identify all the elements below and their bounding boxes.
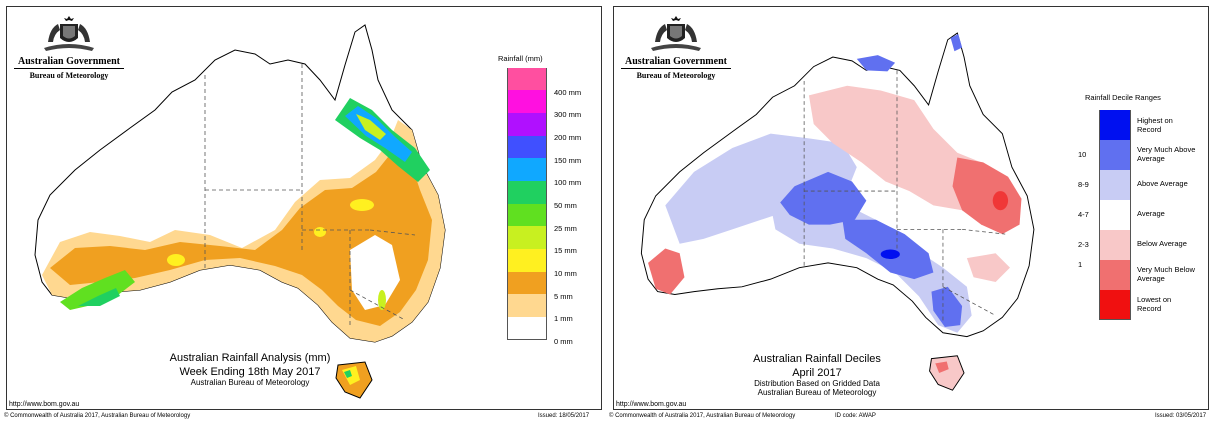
legend-swatch: [507, 90, 547, 113]
legend-label: Very Much Below Average: [1137, 265, 1195, 283]
government-name: Australian Government: [18, 56, 120, 67]
legend-swatch: [507, 136, 547, 158]
issued-date: Issued: 18/05/2017: [538, 413, 590, 419]
legend-label: 5 mm: [554, 292, 573, 301]
id-code: ID code: AWAP: [835, 413, 876, 419]
legend-label: 25 mm: [554, 224, 577, 233]
government-name: Australian Government: [625, 56, 727, 67]
legend-label: 50 mm: [554, 201, 577, 210]
legend-label: 200 mm: [554, 133, 582, 142]
legend-label: Above Average: [1137, 179, 1188, 188]
legend-swatch: [1099, 110, 1131, 140]
legend-swatch: [507, 317, 547, 340]
coat-of-arms-icon: [651, 16, 701, 51]
legend-decile-number: 1: [1078, 260, 1083, 269]
decile-legend-title: Rainfall Decile Ranges: [1085, 93, 1161, 102]
legend-swatch: [1099, 260, 1131, 290]
legend-swatch: [1099, 170, 1131, 200]
legend-swatch: [507, 68, 547, 90]
legend-label: 150 mm: [554, 156, 582, 165]
map-title: Australian Rainfall Analysis (mm): [169, 352, 331, 364]
legend-label: 100 mm: [554, 178, 582, 187]
government-logo: Australian Government Bureau of Meteorol…: [621, 14, 731, 80]
copyright: © Commonwealth of Australia 2017, Austra…: [4, 413, 191, 419]
legend-label: Highest on Record: [1137, 116, 1173, 134]
legend-label: Below Average: [1137, 239, 1187, 248]
legend-swatch: [507, 249, 547, 272]
legend-swatch: [507, 272, 547, 294]
bureau-name: Bureau of Meteorology: [29, 71, 109, 80]
map-source: Australian Bureau of Meteorology: [190, 378, 310, 387]
map-title: Australian Rainfall Deciles: [753, 353, 881, 365]
bom-url: http://www.bom.gov.au: [9, 401, 80, 408]
rainfall-analysis-panel: Australian Government Bureau of Meteorol…: [0, 0, 606, 424]
government-logo: Australian Government Bureau of Meteorol…: [14, 14, 124, 80]
legend-label: 1 mm: [554, 314, 573, 323]
legend-swatch: [507, 158, 547, 181]
legend-swatch: [507, 226, 547, 249]
map-source: Australian Bureau of Meteorology: [757, 388, 877, 397]
copyright: © Commonwealth of Australia 2017, Austra…: [609, 413, 796, 419]
legend-label: Average: [1137, 209, 1165, 218]
legend-swatch: [507, 204, 547, 226]
australia-deciles-map: [640, 32, 1035, 391]
map-title-block: Australian Rainfall Deciles April 2017 D…: [667, 353, 967, 397]
legend-label: 0 mm: [554, 337, 573, 346]
issued-date: Issued: 03/05/2017: [1155, 413, 1207, 419]
legend-swatch: [1099, 230, 1131, 260]
map-subtitle: Week Ending 18th May 2017: [179, 366, 321, 378]
coat-of-arms-icon: [44, 16, 94, 51]
legend-label: 300 mm: [554, 110, 582, 119]
map-distribution-note: Distribution Based on Gridded Data: [754, 379, 880, 388]
legend-swatch: [507, 181, 547, 204]
legend-decile-number: 2-3: [1078, 240, 1089, 249]
legend-swatch: [1099, 140, 1131, 170]
australia-rainfall-map: [34, 24, 446, 399]
legend-decile-number: 8-9: [1078, 180, 1089, 189]
map-title-block: Australian Rainfall Analysis (mm) Week E…: [100, 352, 400, 387]
bureau-name: Bureau of Meteorology: [636, 71, 716, 80]
legend-label: Very Much Above Average: [1137, 145, 1196, 163]
rainfall-deciles-panel: Australian Government Bureau of Meteorol…: [607, 0, 1213, 424]
legend-label: 10 mm: [554, 269, 577, 278]
bom-url: http://www.bom.gov.au: [616, 401, 687, 408]
legend-label: 400 mm: [554, 88, 582, 97]
legend-decile-number: 4-7: [1078, 210, 1089, 219]
legend-label: Lowest on Record: [1137, 295, 1172, 313]
legend-decile-number: 10: [1078, 150, 1087, 159]
legend-swatch: [507, 113, 547, 136]
legend-swatch: [1099, 290, 1131, 320]
legend-swatch: [1099, 200, 1131, 230]
legend-label: 15 mm: [554, 246, 577, 255]
map-subtitle: April 2017: [792, 367, 842, 379]
legend-swatch: [507, 294, 547, 317]
rainfall-legend-title: Rainfall (mm): [498, 54, 543, 63]
